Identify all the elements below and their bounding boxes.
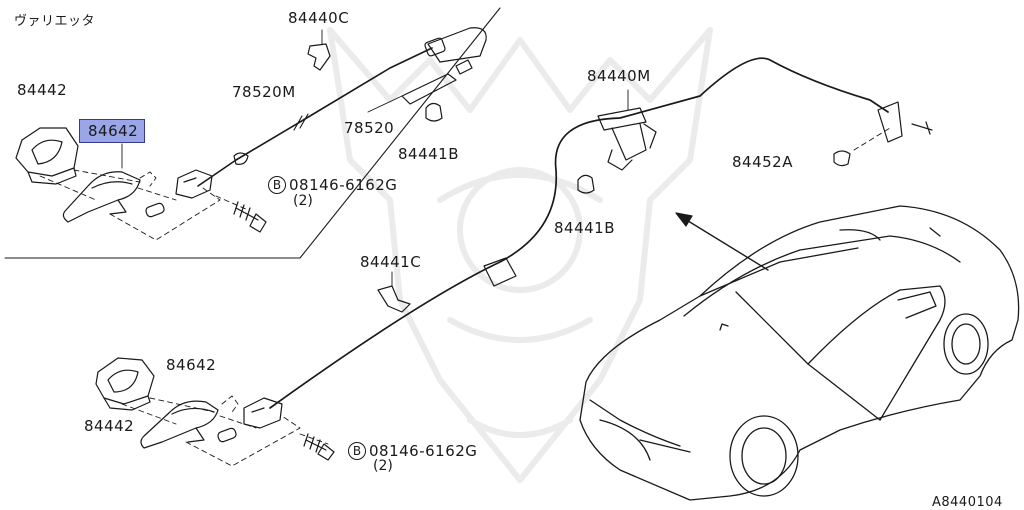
callout-84452a: 84452A — [732, 153, 793, 171]
callout-78520m: 78520M — [232, 83, 296, 101]
callout-84442-bottom: 84442 — [84, 417, 135, 435]
bezel-84442-top — [15, 127, 79, 185]
bezel-84442-bottom — [95, 357, 155, 411]
callout-78520: 78520 — [344, 119, 395, 137]
clip-top — [175, 169, 213, 199]
car-outline — [579, 205, 1020, 501]
grommet-84441b-left — [425, 102, 443, 122]
handle-84642-top — [62, 171, 141, 223]
clip-84440c — [307, 43, 331, 71]
variant-label: ヴァリエッタ — [14, 14, 96, 29]
watermark-emblem — [327, 27, 713, 483]
main-release-cable — [269, 57, 889, 409]
callout-84440m: 84440M — [587, 67, 651, 85]
callout-84441c: 84441C — [360, 253, 422, 271]
handle-84642-bottom — [140, 400, 219, 449]
rod-78520 — [401, 59, 473, 105]
clip-84441c — [377, 285, 411, 313]
clip-bottom — [243, 397, 283, 429]
grommet-84441b-right — [577, 174, 595, 194]
figure-id: A8440104 — [932, 495, 1003, 510]
callout-bolt-bottom: 08146-6162G — [369, 442, 478, 460]
bolt-bottom-qty: (2) — [373, 458, 393, 474]
cable-78520m — [197, 47, 433, 187]
callout-84642-bottom: 84642 — [166, 356, 217, 374]
callout-84441b-left: 84441B — [398, 145, 460, 163]
connector-84440m — [597, 107, 657, 171]
callout-84442-top: 84442 — [17, 81, 68, 99]
callout-84440c: 84440C — [288, 9, 350, 27]
bracket-84452a — [877, 101, 903, 143]
bolt-bottom-art — [303, 433, 335, 461]
bolt-symbol-bottom: B — [348, 442, 366, 460]
callout-bolt-top: 08146-6162G — [289, 176, 398, 194]
bolt-top-qty: (2) — [293, 193, 313, 209]
bolt-top-art — [233, 201, 267, 233]
bolt-symbol-top: B — [268, 176, 286, 194]
callout-84642-top-highlighted[interactable]: 84642 — [79, 119, 145, 143]
callout-84441b-right: 84441B — [554, 219, 616, 237]
